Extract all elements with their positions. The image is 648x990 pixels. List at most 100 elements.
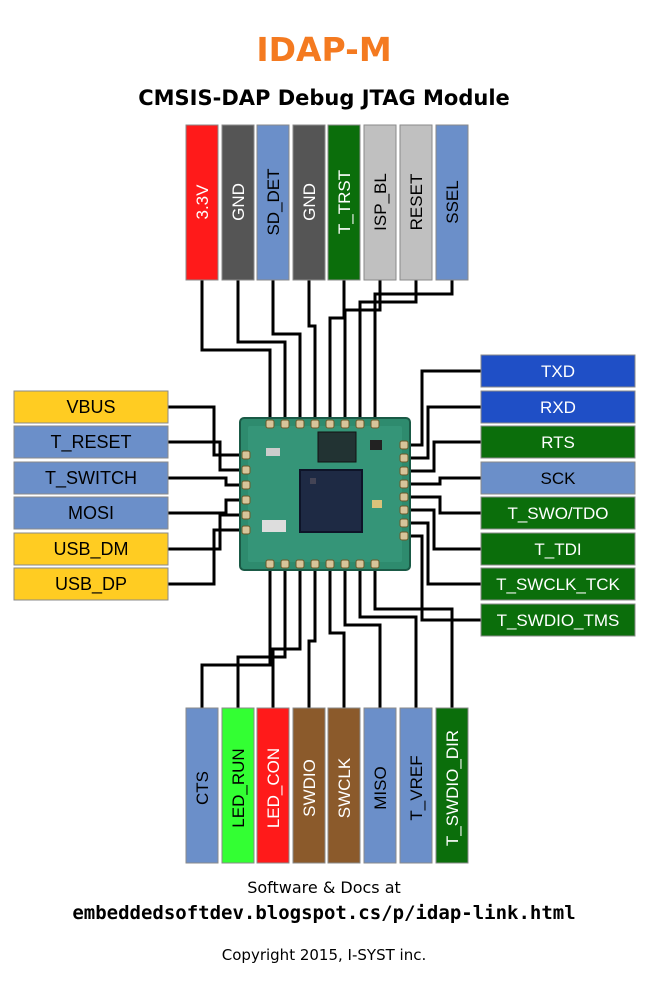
pin-box-top-gnd-3 bbox=[292, 124, 326, 281]
pin-label-bottom-led-con: LED_CON bbox=[264, 748, 283, 828]
pin-box-left-vbus bbox=[13, 390, 169, 424]
footer-line: Software & Docs at bbox=[247, 878, 401, 897]
pin-label-bottom-cts: CTS bbox=[193, 771, 212, 805]
pin-label-top-t-trst-4: T_TRST bbox=[335, 170, 354, 234]
pin-box-bottom-swdio bbox=[292, 707, 326, 864]
pin-box-bottom-t-vref bbox=[399, 707, 433, 864]
wire-right-t-swo-tdo bbox=[410, 495, 481, 515]
pad-top-2 bbox=[295, 419, 305, 429]
pad-layer bbox=[241, 419, 409, 569]
wire-right-t-tdi bbox=[410, 508, 481, 551]
crystal bbox=[317, 431, 357, 463]
pad-left-2 bbox=[241, 480, 251, 490]
pad-top-5 bbox=[340, 419, 350, 429]
pad-right-6 bbox=[399, 518, 409, 528]
pin-box-top-t-trst-4 bbox=[327, 124, 361, 281]
wire-right-t-swclk-tck bbox=[410, 521, 481, 586]
pin-box-top-ssel-7 bbox=[435, 124, 469, 281]
wire-left-usb-dm bbox=[168, 513, 240, 551]
pad-top-0 bbox=[265, 419, 275, 429]
wire-right-txd bbox=[410, 369, 481, 447]
pin-label-top-gnd-1: GND bbox=[229, 183, 248, 221]
pin-box-top-isp-bl-5 bbox=[363, 124, 397, 281]
pad-left-3 bbox=[241, 495, 251, 505]
pin-box-right-txd bbox=[480, 354, 636, 388]
module-board bbox=[239, 417, 411, 571]
pin-box-top-reset-6 bbox=[399, 124, 433, 281]
wire-bottom-miso bbox=[343, 570, 382, 708]
pin-box-left-usb-dp bbox=[13, 567, 169, 601]
pin-label-bottom-miso: MISO bbox=[371, 766, 390, 809]
wire-top-3-3v-0 bbox=[200, 280, 272, 418]
pad-left-0 bbox=[241, 450, 251, 460]
pin-box-bottom-swclk bbox=[327, 707, 361, 864]
pin-box-right-rts bbox=[480, 425, 636, 459]
pad-top-6 bbox=[355, 419, 365, 429]
wire-bottom-swclk bbox=[328, 570, 346, 708]
footer-url: embeddedsoftdev.blogspot.cs/p/idap-link.… bbox=[72, 902, 576, 924]
pad-bottom-1 bbox=[280, 559, 290, 569]
pin-label-right-rxd: RXD bbox=[540, 398, 576, 417]
pin-label-top-isp-bl-5: ISP_BL bbox=[371, 173, 390, 231]
pin-box-bottom-t-swdio-dir bbox=[435, 707, 469, 864]
wire-top-ssel-7 bbox=[373, 280, 454, 418]
wire-top-gnd-1 bbox=[236, 280, 287, 418]
pad-right-1 bbox=[399, 453, 409, 463]
pin-box-left-mosi bbox=[13, 496, 169, 530]
mcu-chip bbox=[299, 469, 363, 533]
wire-left-usb-dp bbox=[168, 528, 240, 586]
pad-right-2 bbox=[399, 466, 409, 476]
pad-right-4 bbox=[399, 492, 409, 502]
wire-top-sd-det-2 bbox=[271, 280, 302, 418]
wire-bottom-t-swdio-dir bbox=[373, 570, 454, 708]
wire-bottom-led-run bbox=[236, 570, 287, 708]
pin-label-left-t-reset: T_RESET bbox=[50, 432, 131, 453]
pin-box-right-t-swdio-tms bbox=[480, 603, 636, 637]
pin-label-left-usb-dp: USB_DP bbox=[55, 574, 127, 595]
diagram-subtitle: CMSIS-DAP Debug JTAG Module bbox=[138, 86, 510, 110]
pad-right-7 bbox=[399, 531, 409, 541]
pin-label-right-txd: TXD bbox=[541, 362, 575, 381]
pin-box-bottom-miso bbox=[363, 707, 397, 864]
pin-box-top-3-3v-0 bbox=[185, 124, 219, 281]
wire-top-reset-6 bbox=[358, 280, 418, 418]
wire-right-t-swdio-tms bbox=[410, 534, 481, 622]
wire-right-sck bbox=[410, 476, 481, 486]
pad-left-1 bbox=[241, 465, 251, 475]
footer-copyright: Copyright 2015, I-SYST inc. bbox=[221, 946, 427, 964]
pin-label-top-ssel-7: SSEL bbox=[443, 180, 462, 223]
wire-bottom-swdio bbox=[307, 570, 317, 708]
wire-left-vbus bbox=[168, 405, 240, 457]
pin-label-top-sd-det-2: SD_DET bbox=[264, 168, 283, 235]
pin-label-bottom-t-vref: T_VREF bbox=[407, 755, 426, 820]
pad-bottom-0 bbox=[265, 559, 275, 569]
pad-bottom-4 bbox=[325, 559, 335, 569]
pin-box-left-t-reset bbox=[13, 425, 169, 459]
wire-right-rxd bbox=[410, 405, 481, 460]
wire-right-rts bbox=[410, 440, 481, 473]
wire-top-t-trst-4 bbox=[328, 280, 346, 418]
pin-box-bottom-cts bbox=[185, 707, 219, 864]
pin-label-left-t-switch: T_SWITCH bbox=[45, 468, 137, 489]
pin-label-right-t-swo-tdo: T_SWO/TDO bbox=[507, 504, 608, 523]
pad-right-0 bbox=[399, 440, 409, 450]
pad-bottom-5 bbox=[340, 559, 350, 569]
pad-bottom-6 bbox=[355, 559, 365, 569]
wire-top-gnd-3 bbox=[307, 280, 317, 418]
pin-box-top-gnd-1 bbox=[221, 124, 255, 281]
smd-part bbox=[266, 448, 280, 456]
pin-box-bottom-led-con bbox=[256, 707, 290, 864]
pad-top-1 bbox=[280, 419, 290, 429]
wire-left-mosi bbox=[168, 498, 240, 515]
pin-label-top-3-3v-0: 3.3V bbox=[193, 184, 212, 220]
wire-layer bbox=[168, 280, 481, 708]
pin-label-right-sck: SCK bbox=[541, 469, 577, 488]
pad-top-4 bbox=[325, 419, 335, 429]
pin-label-bottom-led-run: LED_RUN bbox=[229, 748, 248, 827]
pad-left-4 bbox=[241, 510, 251, 520]
pad-bottom-2 bbox=[295, 559, 305, 569]
pin-box-right-t-swclk-tck bbox=[480, 567, 636, 601]
pin-label-right-t-tdi: T_TDI bbox=[534, 540, 581, 559]
pin-label-right-t-swdio-tms: T_SWDIO_TMS bbox=[497, 611, 620, 630]
